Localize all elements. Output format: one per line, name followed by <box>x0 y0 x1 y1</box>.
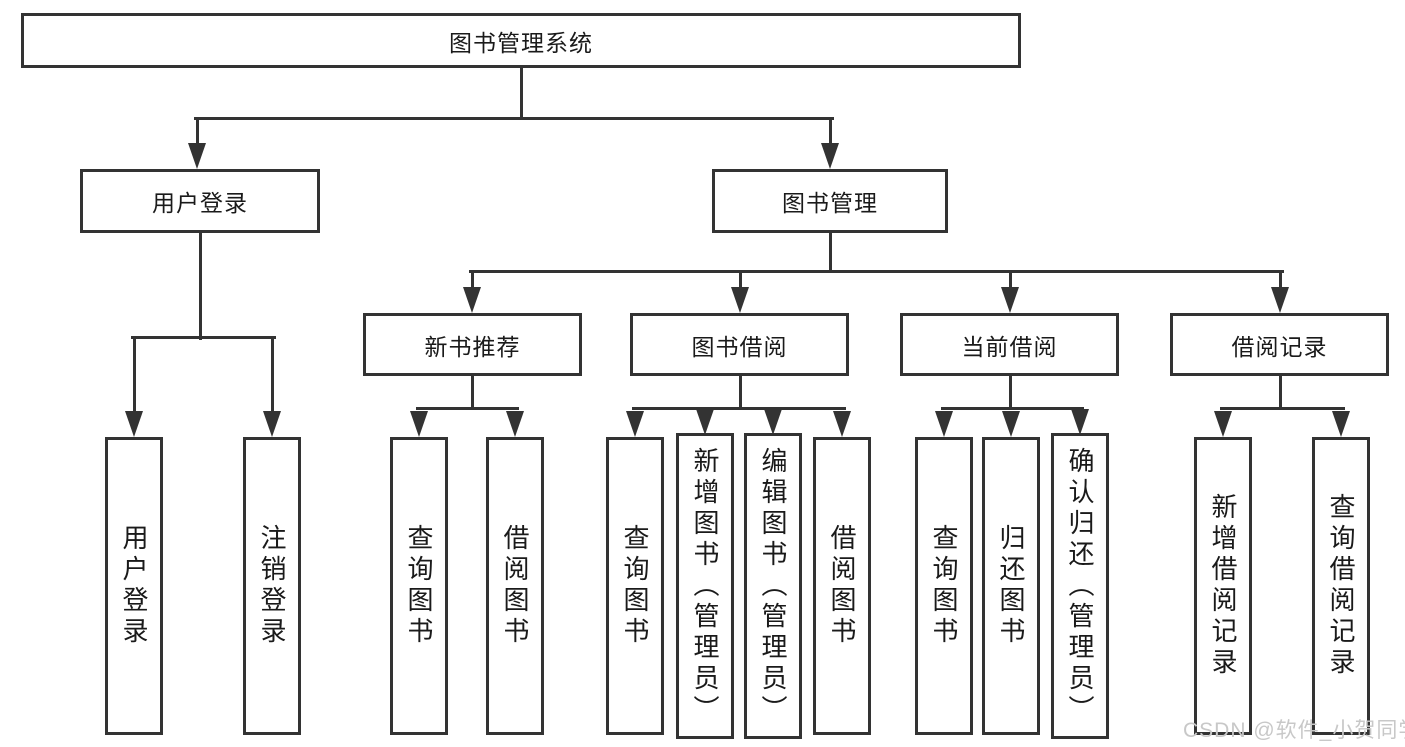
connector-vertical-line <box>1278 271 1282 290</box>
node-label: 新增图书（管理员） <box>690 446 720 726</box>
connector-horizontal-line <box>415 406 519 410</box>
arrowhead-down-icon <box>188 143 206 169</box>
node-label: 查询图书 <box>620 524 650 648</box>
arrowhead-down-icon <box>263 411 281 437</box>
connector-horizontal-line <box>940 406 1084 410</box>
node-label: 当前借阅 <box>961 333 1058 360</box>
connector-vertical-line <box>470 374 474 410</box>
node-label: 查询图书 <box>929 524 959 648</box>
connector-vertical-line <box>828 117 832 146</box>
leaf-borrow-books-recommend: 借阅图书 <box>486 437 544 735</box>
connector-vertical-line <box>1008 271 1012 290</box>
connector-horizontal-line <box>1219 406 1345 410</box>
node-label: 图书管理 <box>782 190 878 216</box>
node-label: 确认归还（管理员） <box>1065 446 1095 726</box>
leaf-add-borrow-record: 新增借阅记录 <box>1194 437 1252 735</box>
arrowhead-down-icon <box>731 287 749 313</box>
node-label: 图书借阅 <box>691 333 788 360</box>
connector-vertical-line <box>1008 374 1012 410</box>
node-label: 编辑图书（管理员） <box>758 446 788 726</box>
connector-vertical-line <box>132 336 136 413</box>
node-label: 用户登录 <box>119 524 149 648</box>
arrowhead-down-icon <box>1002 411 1020 437</box>
arrowhead-down-icon <box>1071 409 1089 435</box>
connector-vertical-line <box>195 117 199 146</box>
connector-vertical-line <box>1278 374 1282 410</box>
leaf-query-borrow-record: 查询借阅记录 <box>1312 437 1370 735</box>
arrowhead-down-icon <box>696 409 714 435</box>
arrowhead-down-icon <box>626 411 644 437</box>
arrowhead-down-icon <box>935 411 953 437</box>
arrowhead-down-icon <box>463 287 481 313</box>
connector-vertical-line <box>519 66 523 120</box>
connector-horizontal-line <box>631 406 846 410</box>
arrowhead-down-icon <box>821 143 839 169</box>
leaf-query-books-borrowing: 查询图书 <box>606 437 664 735</box>
connector-horizontal-line <box>130 335 276 339</box>
node-label: 图书管理系统 <box>449 29 593 56</box>
arrowhead-down-icon <box>764 409 782 435</box>
leaf-confirm-return-admin: 确认归还（管理员） <box>1051 433 1109 739</box>
node-label: 用户登录 <box>152 190 248 216</box>
connector-vertical-line <box>470 271 474 290</box>
node-library-management-system: 图书管理系统 <box>21 13 1021 68</box>
leaf-query-books-recommend: 查询图书 <box>390 437 448 735</box>
node-book-borrowing: 图书借阅 <box>630 313 849 376</box>
arrowhead-down-icon <box>1001 287 1019 313</box>
node-label: 新书推荐 <box>424 333 521 360</box>
leaf-edit-books-admin: 编辑图书（管理员） <box>744 433 802 739</box>
node-label: 新增借阅记录 <box>1208 493 1238 679</box>
node-label: 借阅图书 <box>827 524 857 648</box>
node-user-login: 用户登录 <box>80 169 320 233</box>
arrowhead-down-icon <box>506 411 524 437</box>
node-new-book-recommendation: 新书推荐 <box>363 313 582 376</box>
node-label: 查询借阅记录 <box>1326 493 1356 679</box>
leaf-borrow-books: 借阅图书 <box>813 437 871 735</box>
arrowhead-down-icon <box>1332 411 1350 437</box>
arrowhead-down-icon <box>1214 411 1232 437</box>
leaf-return-books: 归还图书 <box>982 437 1040 735</box>
node-label: 查询图书 <box>404 524 434 648</box>
node-label: 注销登录 <box>257 524 287 648</box>
connector-horizontal-line <box>468 269 1284 273</box>
arrowhead-down-icon <box>833 411 851 437</box>
node-label: 归还图书 <box>996 524 1026 648</box>
node-label: 借阅记录 <box>1231 333 1328 360</box>
arrowhead-down-icon <box>125 411 143 437</box>
connector-horizontal-line <box>193 116 834 120</box>
connector-vertical-line <box>198 231 202 340</box>
arrowhead-down-icon <box>1271 287 1289 313</box>
node-book-management: 图书管理 <box>712 169 948 233</box>
leaf-query-books-current: 查询图书 <box>915 437 973 735</box>
connector-vertical-line <box>738 271 742 290</box>
connector-vertical-line <box>270 336 274 413</box>
arrowhead-down-icon <box>410 411 428 437</box>
connector-vertical-line <box>738 374 742 410</box>
csdn-watermark: CSDN @软件_小贺同学 <box>1183 719 1405 742</box>
leaf-logout: 注销登录 <box>243 437 301 735</box>
node-borrowing-records: 借阅记录 <box>1170 313 1389 376</box>
leaf-add-books-admin: 新增图书（管理员） <box>676 433 734 739</box>
connector-vertical-line <box>828 231 832 273</box>
leaf-user-login: 用户登录 <box>105 437 163 735</box>
node-label: 借阅图书 <box>500 524 530 648</box>
node-current-borrowing: 当前借阅 <box>900 313 1119 376</box>
